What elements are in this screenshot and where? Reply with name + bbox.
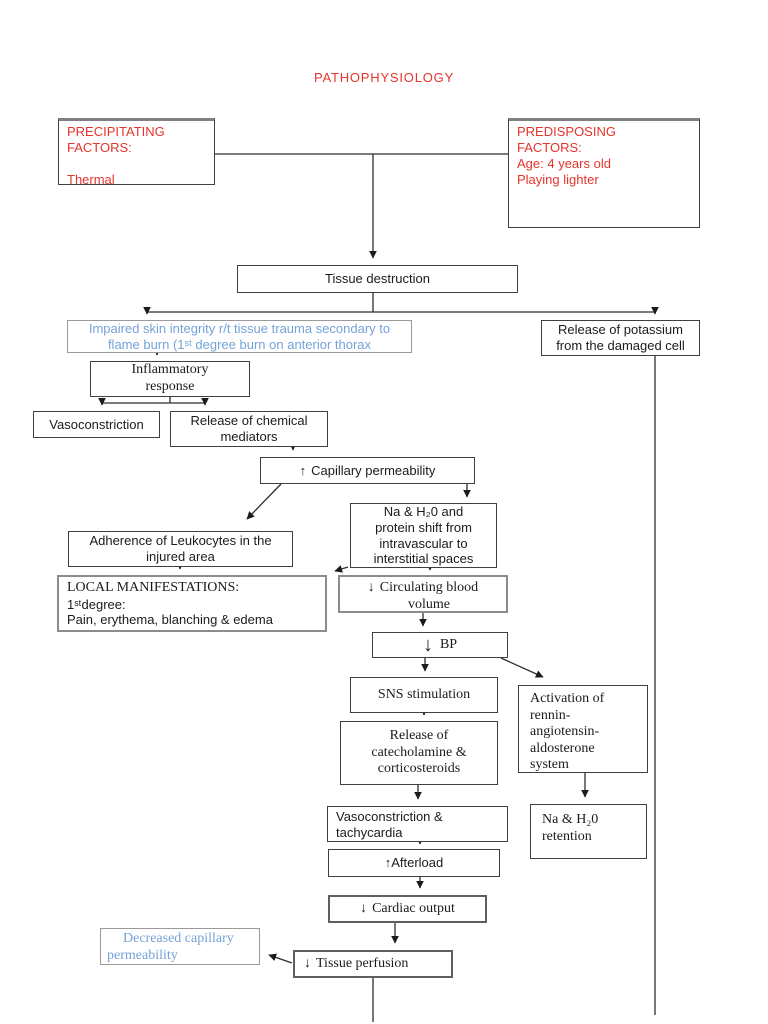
down-arrow-icon: ↓ <box>360 900 368 916</box>
down-arrow-icon: ↓ <box>304 955 311 971</box>
cardiac-output-label: Cardiac output <box>372 900 455 916</box>
node-na-h2o-protein-shift: Na & H₂0 and protein shift from intravas… <box>350 503 497 568</box>
node-na-h2o-retention: Na & H₂0 retention <box>530 804 647 859</box>
page-title: PATHOPHYSIOLOGY <box>313 70 455 85</box>
node-vasoconstriction: Vasoconstriction <box>33 411 160 438</box>
node-vasoconstriction-tachycardia: Vasoconstriction & tachycardia <box>327 806 508 842</box>
node-precipitating-factors: PRECIPITATING FACTORS: Thermal <box>58 118 215 187</box>
node-release-catecholamine: Release of catecholamine & corticosteroi… <box>340 721 498 785</box>
connector-nashift-to-local <box>334 565 349 573</box>
node-bp: ↓ BP <box>372 632 508 658</box>
node-circulating-blood-volume: ↓ Circulating blood volume <box>338 575 508 613</box>
local-manifestations-symptoms: Pain, erythema, blanching & edema <box>67 612 273 628</box>
connector-to-adherence <box>246 483 282 520</box>
node-release-of-potassium: Release of potassium from the damaged ce… <box>541 320 700 356</box>
node-impaired-skin-integrity: Impaired skin integrity r/t tissue traum… <box>67 320 412 353</box>
node-inflammatory-response: Inflammatory response <box>90 361 250 397</box>
node-release-chemical-mediators: Release of chemical mediators <box>170 411 328 447</box>
node-adherence-leukocytes: Adherence of Leukocytes in the injured a… <box>68 531 293 567</box>
node-decreased-capillary-permeability: Decreased capillary permeability <box>100 928 260 965</box>
down-arrow-icon: ↓ <box>422 634 433 656</box>
connector-bp-to-raas <box>500 657 544 678</box>
node-tissue-perfusion: ↓ Tissue perfusion <box>293 950 453 978</box>
node-capillary-permeability: ↑ Capillary permeability <box>260 457 475 484</box>
node-sns-stimulation: SNS stimulation <box>350 677 498 713</box>
connector-inflammatory-split <box>102 397 205 404</box>
up-arrow-icon: ↑ <box>299 462 307 478</box>
circulating-blood-volume-label: Circulating blood volume <box>379 580 479 612</box>
capillary-permeability-label: Capillary permeability <box>311 462 436 478</box>
up-arrow-icon: ↑ <box>384 855 392 871</box>
tissue-perfusion-label: Tissue perfusion <box>316 955 409 971</box>
node-afterload: ↑ Afterload <box>328 849 500 877</box>
node-cardiac-output: ↓ Cardiac output <box>328 895 487 923</box>
node-raas-activation: Activation of rennin- angiotensin- aldos… <box>518 685 648 773</box>
afterload-label: Afterload <box>391 855 444 871</box>
down-arrow-icon: ↓ <box>367 580 375 595</box>
local-manifestations-degree: 1ˢᵗdegree: <box>67 596 126 612</box>
connector-to-decreased-capillary <box>268 953 293 964</box>
local-manifestations-heading: LOCAL MANIFESTATIONS: <box>67 580 240 595</box>
node-predisposing-factors: PREDISPOSING FACTORS: Age: 4 years old P… <box>508 118 700 228</box>
node-local-manifestations: LOCAL MANIFESTATIONS: 1ˢᵗdegree: Pain, e… <box>57 575 327 632</box>
node-tissue-destruction: Tissue destruction <box>237 265 518 293</box>
bp-label: BP <box>439 636 458 652</box>
